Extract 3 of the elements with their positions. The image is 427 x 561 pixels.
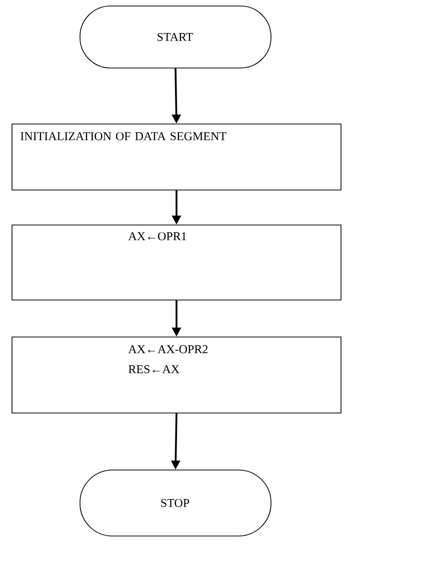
process-box: AX←AX-OPR2 RES←AX [12,336,342,414]
process-box: INITIALIZATION OF DATA SEGMENT [12,124,342,190]
process-box: AX←OPR1 [12,224,342,300]
